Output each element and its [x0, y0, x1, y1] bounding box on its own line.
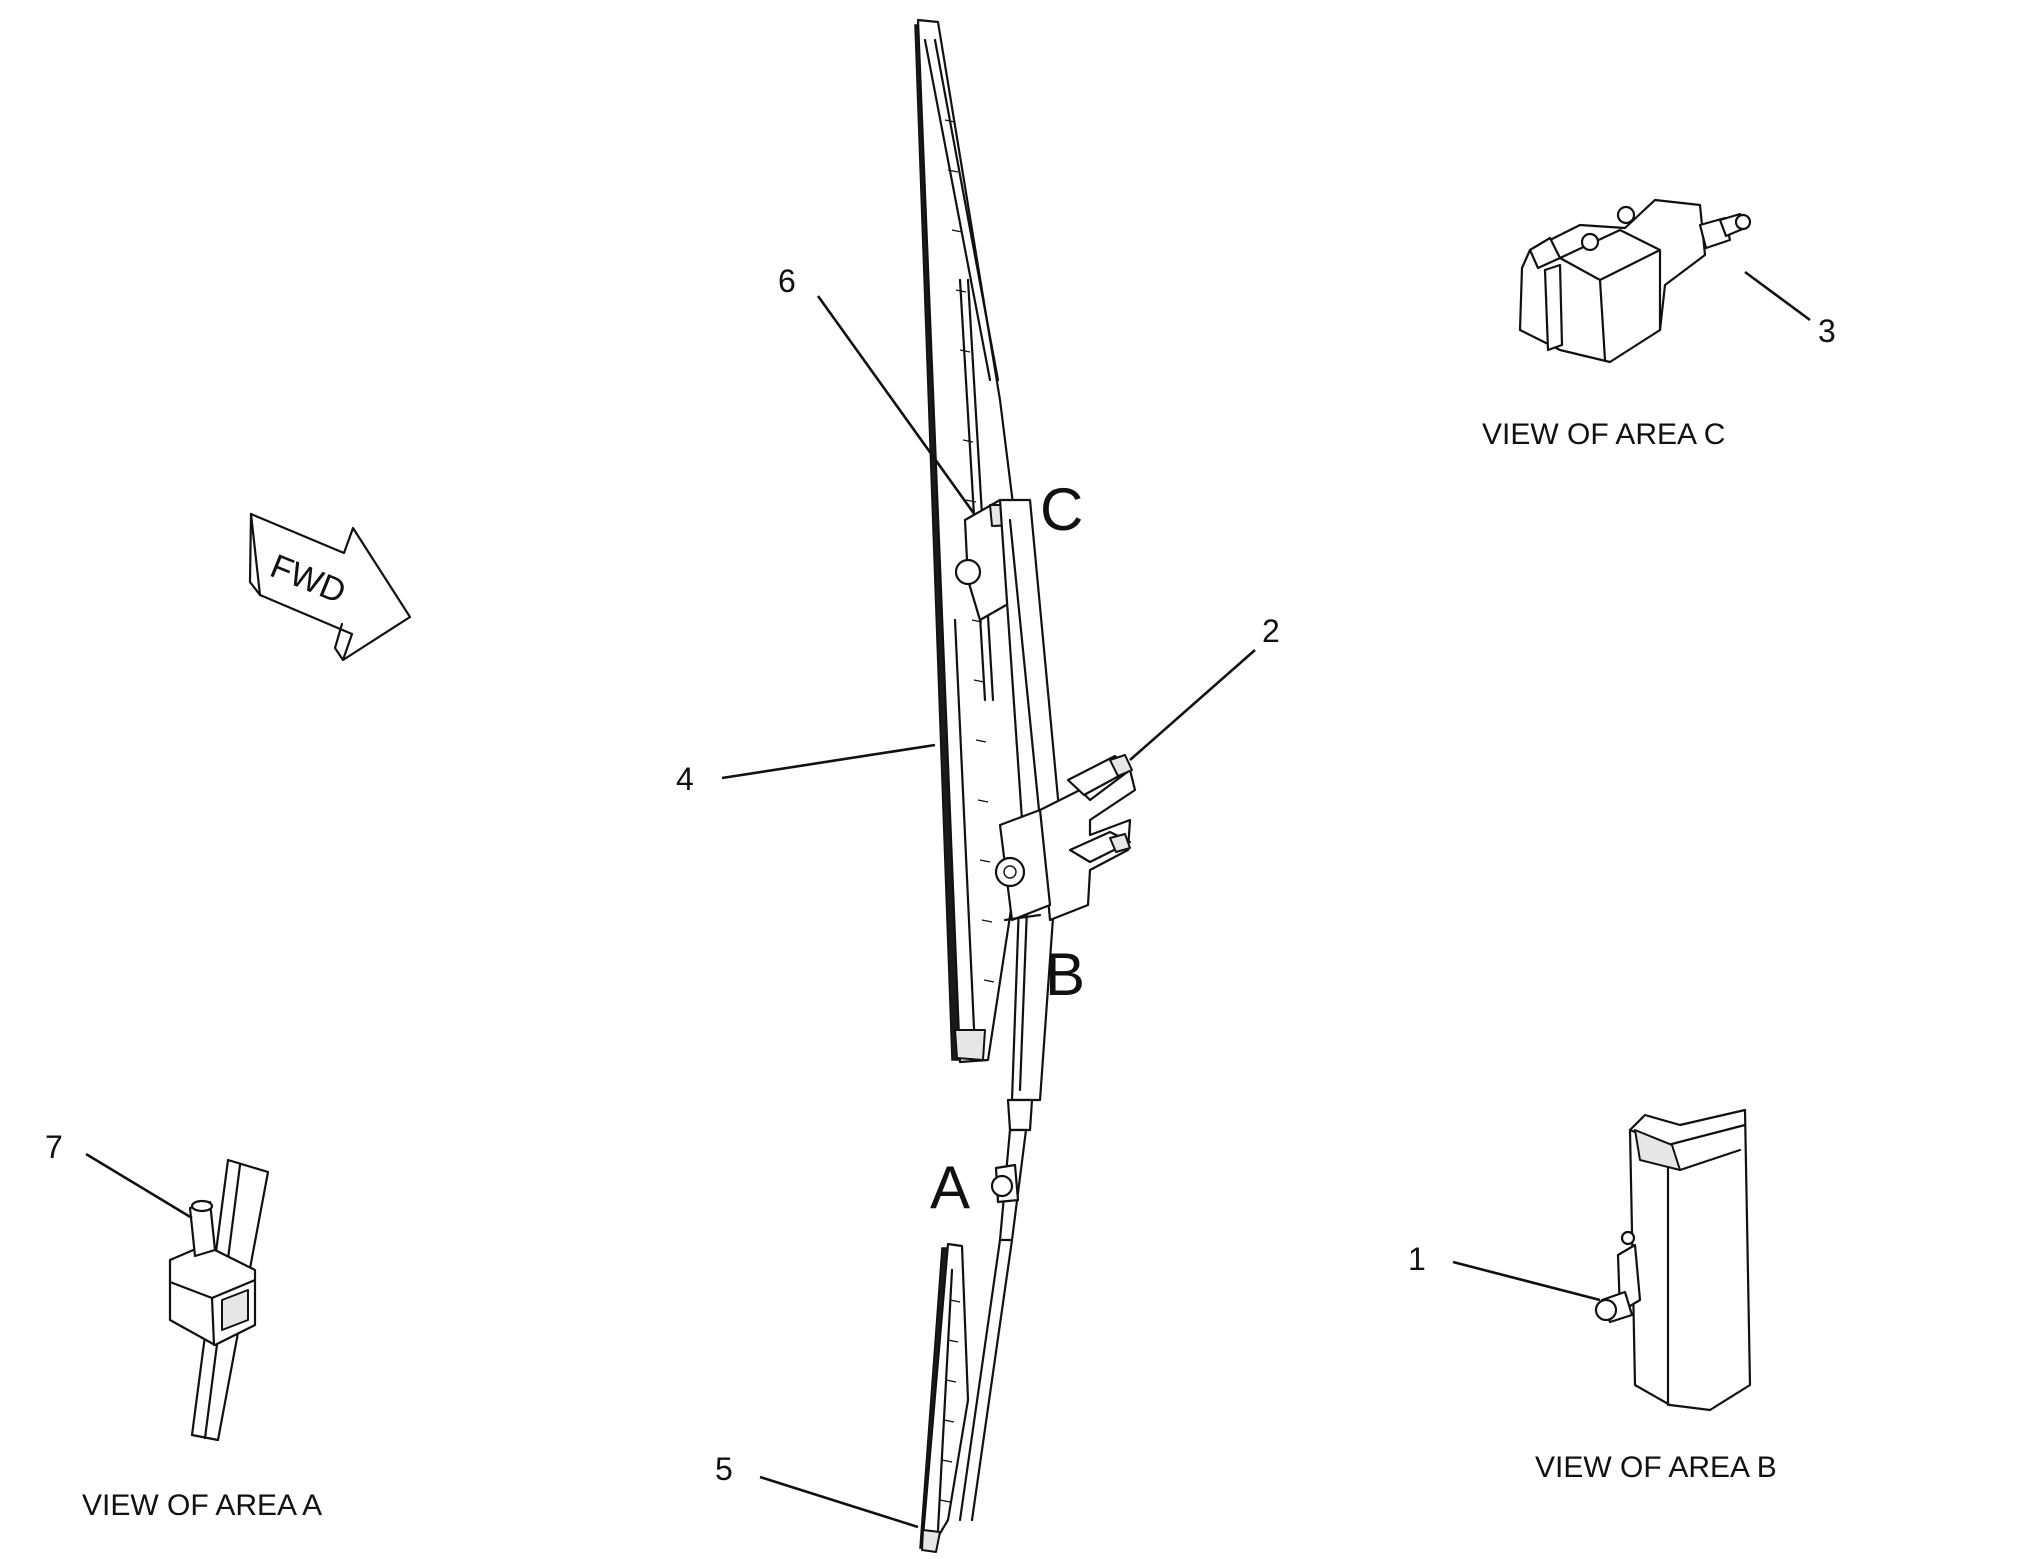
view-area-a-detail	[168, 1158, 270, 1442]
view-area-c-detail	[1518, 198, 1752, 364]
caption-view-area-c: VIEW OF AREA C	[1482, 418, 1725, 451]
view-area-b-detail	[1594, 1108, 1752, 1412]
upper-wiper-blade	[914, 18, 1042, 1064]
leader-lines	[85, 270, 1811, 1529]
callout-4: 4	[676, 761, 694, 797]
area-letter-c: C	[1040, 476, 1083, 543]
area-letters: A B C	[930, 476, 1085, 1221]
caption-view-area-a: VIEW OF AREA A	[82, 1489, 322, 1522]
callout-6: 6	[778, 263, 796, 299]
leader-4	[721, 743, 936, 780]
fwd-arrow: FWD	[248, 512, 412, 662]
view-captions: VIEW OF AREA A VIEW OF AREA B VIEW OF AR…	[82, 418, 1777, 1522]
area-letter-a: A	[930, 1154, 970, 1221]
leader-2	[1129, 649, 1256, 761]
callout-7: 7	[45, 1129, 63, 1165]
caption-view-area-b: VIEW OF AREA B	[1535, 1451, 1777, 1484]
area-letter-b: B	[1045, 941, 1085, 1008]
leader-5	[759, 1475, 919, 1529]
leader-1	[1452, 1260, 1601, 1302]
leader-6	[816, 295, 977, 516]
leader-3	[1744, 270, 1811, 322]
callout-1: 1	[1408, 1241, 1426, 1277]
leader-7	[85, 1152, 193, 1220]
wiper-arm	[958, 498, 1137, 1522]
callout-3: 3	[1818, 313, 1836, 349]
lower-wiper-blade	[919, 1242, 970, 1553]
callout-5: 5	[715, 1451, 733, 1487]
callout-numbers: 1 2 3 4 5 6 7	[45, 263, 1836, 1487]
callout-2: 2	[1262, 613, 1280, 649]
